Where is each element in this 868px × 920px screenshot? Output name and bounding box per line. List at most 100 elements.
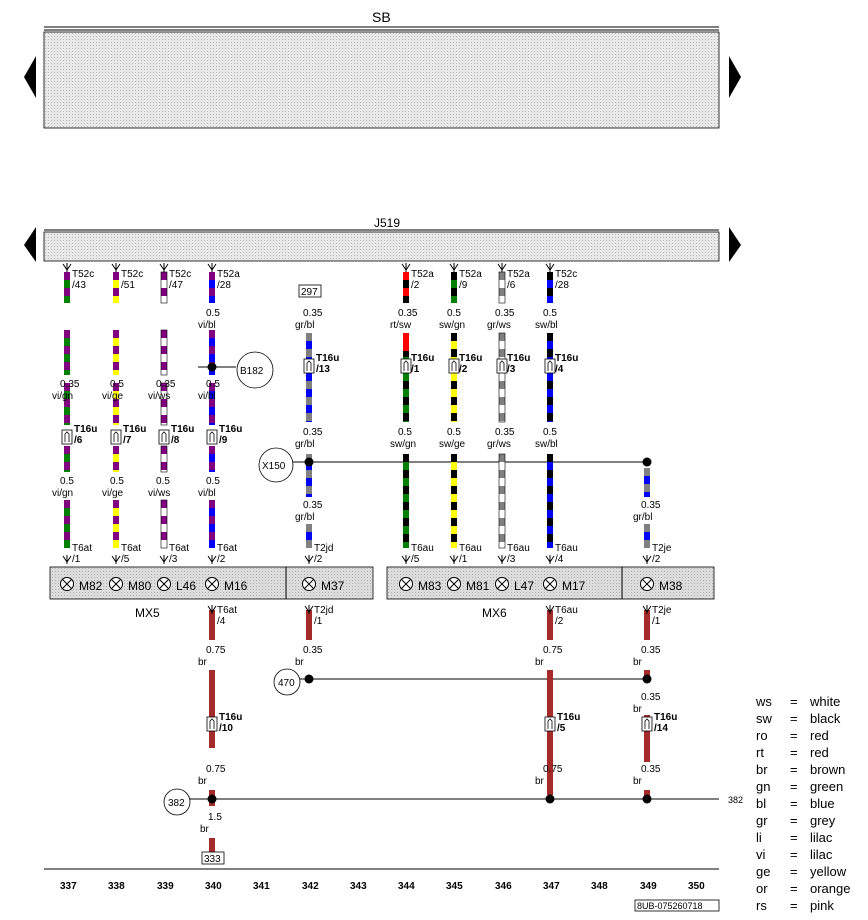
reference-labels: B182 X150 470 382 297 333 8UB-075260718 … [168,287,743,911]
connector-name: T16u [219,712,242,723]
wire-size: 0.5 [156,476,170,487]
wire-upper-stripe [209,370,215,375]
wire-size: 0.5 [206,308,220,319]
wire-size: 0.75 [543,764,563,775]
connector-plug-icon [111,555,121,564]
333-label: 333 [204,854,221,865]
connector-name: T16u [123,424,146,435]
legend-code: gn [756,779,771,794]
mx5-label: MX5 [135,606,160,620]
connector-name: T16u [555,353,578,364]
wire-ground [209,670,215,748]
connector-pin: /2 [459,364,468,375]
connector-symbols [61,263,653,732]
wire-upper-stripe [547,341,553,349]
diagram-text: T52c/43T52c/51T52c/47T52a/28T52a/2T52a/9… [52,269,677,835]
wire-mid-stripe [209,524,215,532]
j519-control-unit: J519 [24,216,741,262]
connector-name: T16u [219,424,242,435]
wire-upper-stripe [451,341,457,349]
wire-mid-stripe [64,524,70,532]
connector-name: T16u [171,424,194,435]
legend-code: rs [756,898,767,913]
wire-color: vi/gn [52,488,73,499]
connector-pin-icon [544,716,556,732]
connector-name: T16u [654,712,677,723]
wire-ground [644,610,650,640]
wire-mid-stripe [161,407,167,415]
connector-plug-icon [207,605,217,614]
junction-dot [642,674,652,684]
bulb-label: M17 [562,579,586,593]
wire-mid-stripe [499,494,505,502]
wire-size: 0.5 [543,427,557,438]
wire-mid-outline [160,382,168,426]
382-circle [163,788,191,816]
connector-name: T52c [555,269,577,280]
connector-pin-icon [448,358,460,374]
wire-size: 0.5 [110,379,124,390]
wire-mid-stripe [113,454,119,462]
wire-upper-stripe [403,421,409,422]
connector-pin-icon [544,358,556,374]
connector-plug-icon [449,555,459,564]
wire-mid-stripe [306,494,312,497]
wire-upper-stripe [499,296,505,303]
connector-pin: /6 [507,280,516,291]
wire-ground [547,670,553,795]
wire-upper-stripe [64,296,70,303]
wire-mid-stripe [209,423,215,425]
connector-pin: /51 [121,280,135,291]
bulb-label: M38 [659,579,683,593]
bulb-label: M81 [466,579,490,593]
wire-mid-stripe [161,454,167,462]
connector-pin-icon [158,429,170,445]
connector-pin: /3 [507,364,516,375]
connector-plug-icon [304,605,314,614]
sb-fuse-box: SB [24,9,741,129]
connector-pin: /47 [169,280,183,291]
wire-mid-stripe [547,542,553,548]
mx6-label: MX6 [482,606,507,620]
connector-name: T52a [459,269,482,280]
wire-mid-stripe [161,423,167,425]
wire-mid-stripe [451,510,457,518]
connector-plug-icon [304,555,314,564]
wire-size: 0.5 [110,476,124,487]
junction-dot [545,794,555,804]
wire-mid [113,383,119,425]
wire-size: 0.35 [495,427,515,438]
legend-eq: = [790,813,798,828]
connector-pin: /43 [72,280,86,291]
wire-size: 0.75 [543,645,563,656]
wire-size: 0.35 [641,692,661,703]
wire-color: sw/gn [390,439,416,450]
wire-ground [547,610,553,640]
wire-mid-stripe [403,462,409,470]
wire-mid-stripe [547,462,553,470]
connector-name: T6at [217,543,237,554]
column-number: 348 [591,881,608,892]
connector-pin: /4 [555,364,564,375]
wire-mid-stripe [451,478,457,486]
wire-upper-stripe [499,421,505,422]
wire-upper-stripe [161,280,167,288]
connector-name: T52a [411,269,434,280]
wire-mid-stripe [403,510,409,518]
junction-dot [304,457,314,467]
wire-size: 0.75 [206,764,226,775]
doc-id-box [634,899,720,912]
wire-color: br [633,657,643,668]
wire-mid [64,383,70,425]
wire-mid-stripe [644,476,650,484]
wire-mid-stripe [64,508,70,516]
junction-dot [642,457,652,467]
x150-circle [258,447,294,483]
bulb-label: M37 [321,579,345,593]
wire-size: 0.5 [206,379,220,390]
legend-name: orange [810,881,851,896]
connector-pin-icon [110,429,122,445]
wire-mid-stripe [113,508,119,516]
wire-ground [644,790,650,796]
wire-mid-stripe [499,478,505,486]
